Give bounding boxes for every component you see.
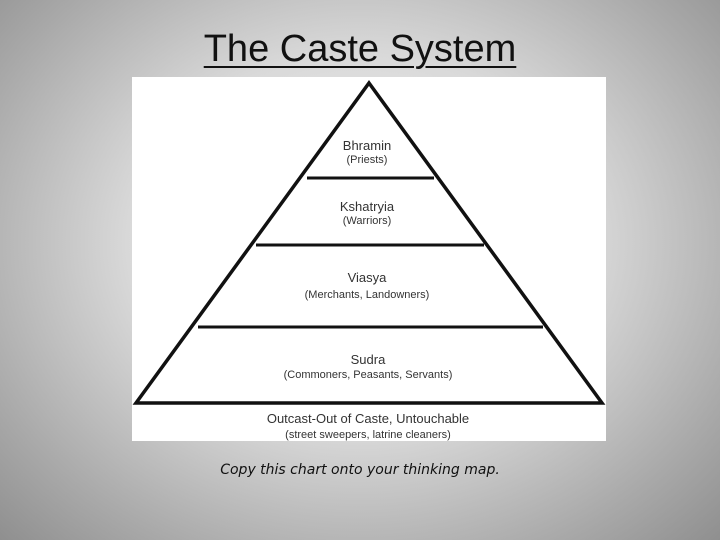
base-outcast-name: Outcast-Out of Caste, Untouchable <box>267 411 469 426</box>
base-outcast-description: (street sweepers, latrine cleaners) <box>285 429 451 441</box>
tier-bhramin-name: Bhramin <box>343 138 391 153</box>
pyramid-svg: Bhramin (Priests) Kshatryia (Warriors) V… <box>132 80 606 441</box>
slide-caption: Copy this chart onto your thinking map. <box>220 462 500 478</box>
tier-sudra-description: (Commoners, Peasants, Servants) <box>284 369 453 381</box>
pyramid-outline <box>132 80 606 405</box>
tier-sudra-name: Sudra <box>351 352 386 367</box>
tier-kshatryia-name: Kshatryia <box>340 199 395 214</box>
slide-title: The Caste System <box>0 28 720 71</box>
tier-viasya-description: (Merchants, Landowners) <box>305 289 430 301</box>
slide-title-text: The Caste System <box>203 28 517 70</box>
tier-viasya-name: Viasya <box>348 270 388 285</box>
tier-kshatryia-description: (Warriors) <box>343 215 391 227</box>
caste-pyramid-diagram: Bhramin (Priests) Kshatryia (Warriors) V… <box>132 77 606 441</box>
tier-bhramin-description: (Priests) <box>347 154 388 166</box>
